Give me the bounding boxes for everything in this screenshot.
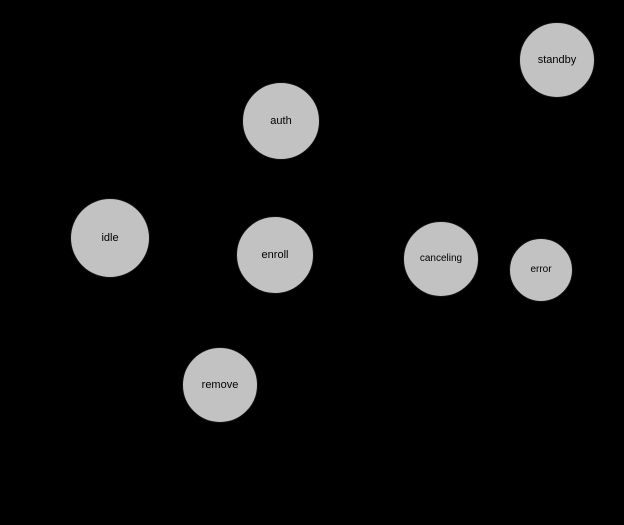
state-node-standby-label: standby: [537, 53, 577, 66]
state-node-canceling-label: canceling: [419, 253, 463, 264]
state-node-remove-label: remove: [201, 378, 239, 391]
state-node-remove: remove: [182, 347, 258, 423]
state-node-idle: idle: [70, 198, 150, 278]
state-node-canceling: canceling: [403, 221, 479, 297]
state-node-error-label: error: [530, 264, 552, 275]
state-node-enroll-label: enroll: [261, 248, 289, 261]
state-node-auth-label: auth: [270, 114, 292, 127]
state-node-standby: standby: [519, 22, 595, 98]
state-node-idle-label: idle: [101, 231, 119, 244]
state-node-error: error: [509, 238, 573, 302]
state-node-auth: auth: [242, 82, 320, 160]
state-node-enroll: enroll: [236, 216, 314, 294]
